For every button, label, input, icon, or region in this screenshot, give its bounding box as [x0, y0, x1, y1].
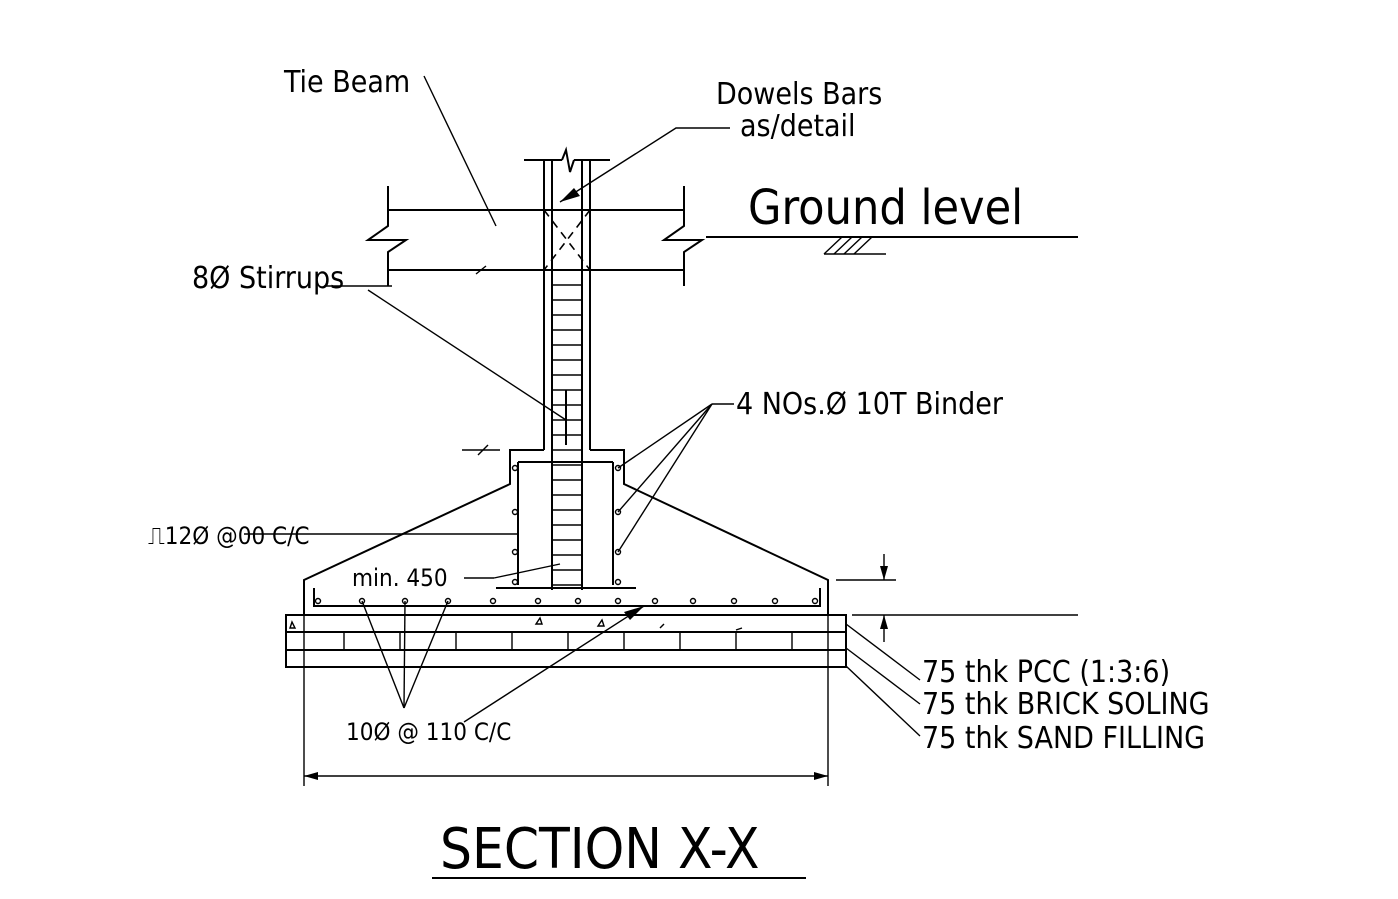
- column-bars-label: ⎍12Ø @00 C/C: [148, 522, 309, 550]
- stirrups-label: 8Ø Stirrups: [192, 261, 344, 296]
- sand-filling-label: 75 thk SAND FILLING: [922, 721, 1205, 756]
- tie-beam: [364, 186, 706, 286]
- dowels-label-line2: as/detail: [740, 109, 856, 144]
- min-depth-label: min. 450: [352, 564, 448, 592]
- binder-label: 4 NOs.Ø 10T Binder: [736, 387, 1004, 422]
- footing-outline: [303, 444, 829, 615]
- width-dimension: [303, 615, 829, 786]
- dowels-label-line1: Dowels Bars: [716, 77, 882, 112]
- column-stirrups: [552, 284, 582, 586]
- depth-dimension: [836, 554, 1078, 642]
- ground-level-line: [706, 236, 1078, 255]
- pcc-label: 75 thk PCC (1:3:6): [922, 655, 1170, 690]
- brick-soling-label: 75 thk BRICK SOLING: [922, 687, 1210, 722]
- bottom-bars-label: 10Ø @ 110 C/C: [346, 718, 511, 746]
- rebar-dots: [314, 464, 819, 605]
- column: [524, 146, 610, 590]
- section-title: SECTION X-X: [440, 817, 760, 882]
- ground-level-label: Ground level: [748, 180, 1023, 236]
- leaders: [244, 75, 921, 737]
- tie-beam-label: Tie Beam: [283, 65, 410, 100]
- base-layers: [285, 614, 847, 668]
